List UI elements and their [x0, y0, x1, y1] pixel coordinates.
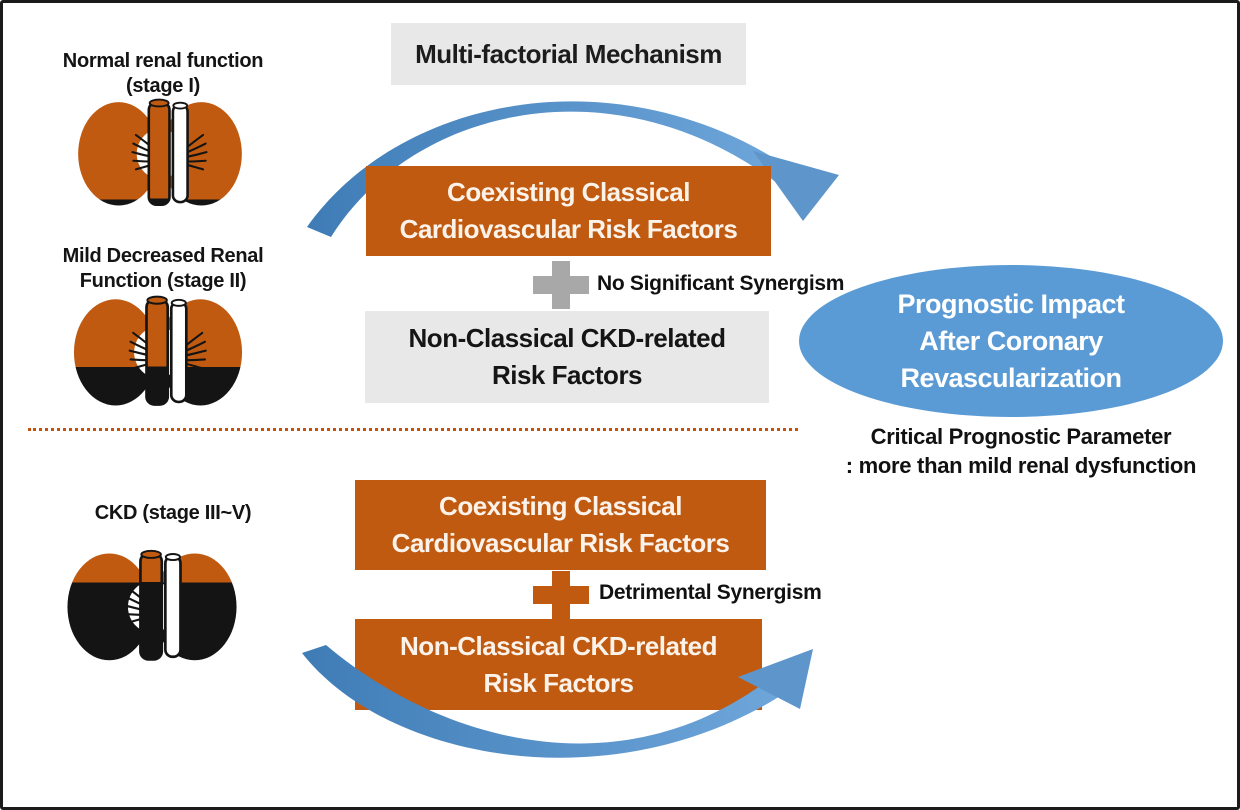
stage3-label-line1: CKD (stage III~V)	[94, 502, 252, 524]
kidneys-icon	[73, 295, 243, 406]
stage1-label-line2: (stage I)	[126, 75, 200, 97]
lower-classical-line2: Cardiovascular Risk Factors	[391, 528, 730, 558]
plus-icon	[533, 571, 589, 619]
upper-synergism-label: No Significant Synergism	[597, 272, 845, 295]
lower-nonclassical-line2: Risk Factors	[483, 667, 634, 698]
note-line1: Critical Prognostic Parameter	[870, 424, 1172, 449]
plus-icon	[533, 261, 589, 309]
prognostic-impact-ellipse: Prognostic Impact After Coronary Revascu…	[799, 265, 1223, 417]
upper-classical-line2: Cardiovascular Risk Factors	[399, 214, 738, 244]
stage1-label-line1: Normal renal function	[62, 50, 264, 72]
lower-classical-line1: Coexisting Classical	[439, 491, 682, 521]
curved-arrow-icon	[307, 101, 839, 237]
header-box: Multi-factorial Mechanism	[391, 23, 746, 85]
ellipse-line2: After Coronary	[919, 325, 1103, 356]
lower-nonclassical-line1: Non-Classical CKD-related	[400, 630, 717, 661]
stage2-label-line2: Function (stage II)	[79, 270, 247, 292]
ellipse-line1: Prognostic Impact	[897, 288, 1125, 319]
upper-nonclassical-risk-box: Non-Classical CKD-related Risk Factors	[365, 311, 769, 403]
lower-synergism-label: Detrimental Synergism	[599, 581, 822, 604]
stage2-label-line1: Mild Decreased Renal	[62, 245, 264, 267]
stage1-label: Normal renal function (stage I)	[33, 49, 293, 99]
stage3-label: CKD (stage III~V)	[33, 501, 313, 526]
dotted-divider-line	[28, 428, 798, 431]
lower-nonclassical-risk-box: Non-Classical CKD-related Risk Factors	[355, 619, 762, 710]
stage2-label: Mild Decreased Renal Function (stage II)	[23, 244, 303, 294]
plus-vertical-bar	[552, 571, 570, 619]
upper-classical-risk-box: Coexisting Classical Cardiovascular Risk…	[366, 166, 771, 256]
curved-arrow-icon	[302, 645, 813, 758]
header-label: Multi-factorial Mechanism	[415, 38, 722, 69]
note-line2: : more than mild renal dysfunction	[845, 453, 1197, 478]
critical-parameter-note: Critical Prognostic Parameter : more tha…	[801, 422, 1237, 480]
ellipse-line3: Revascularization	[900, 362, 1122, 393]
lower-classical-risk-box: Coexisting Classical Cardiovascular Risk…	[355, 480, 766, 570]
upper-classical-line1: Coexisting Classical	[447, 177, 690, 207]
upper-nonclassical-line2: Risk Factors	[491, 360, 643, 390]
plus-vertical-bar	[552, 261, 570, 309]
upper-nonclassical-line1: Non-Classical CKD-related	[408, 323, 726, 353]
kidneys-icon	[78, 98, 242, 206]
kidneys-icon	[67, 549, 237, 661]
